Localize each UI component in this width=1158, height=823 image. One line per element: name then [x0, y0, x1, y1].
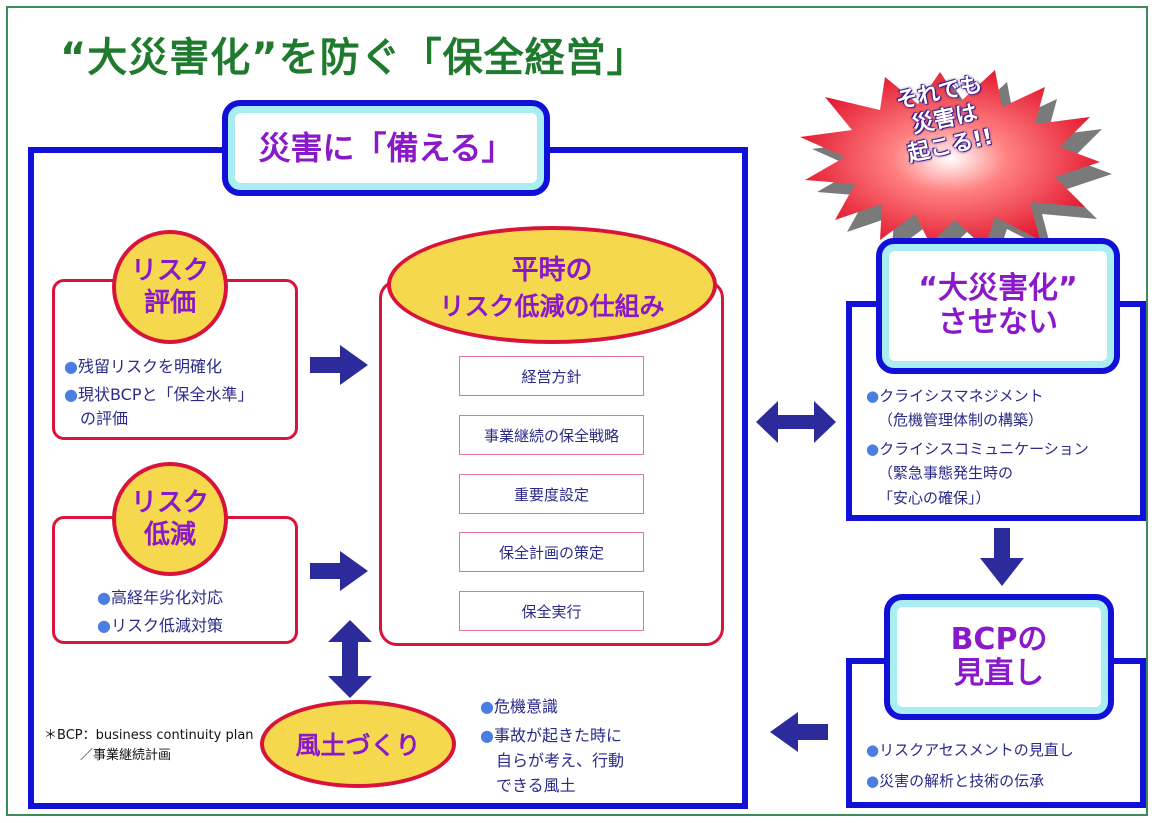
culture-item-1: 危機意識	[480, 693, 558, 717]
prepare-header: 災害に「備える」	[222, 100, 550, 196]
risk-eval-circle: リスク 評価	[112, 230, 228, 344]
culture-ellipse: 風土づくり	[260, 700, 456, 788]
culture-item-3: 自らが考え、行動	[496, 751, 625, 770]
normal-time-ellipse: 平時の リスク低減の仕組み	[387, 226, 717, 344]
prepare-header-label: 災害に「備える」	[235, 113, 537, 183]
risk-eval-label: リスク 評価	[130, 255, 209, 319]
double-arrow-vertical-icon	[328, 620, 372, 698]
arrow-right-icon	[310, 345, 368, 385]
step-box: 保全計画の策定	[459, 532, 644, 572]
no-disaster-item-5: 「安心の確保」）	[878, 489, 991, 507]
step-box: 保全実行	[459, 591, 644, 631]
arrow-left-icon	[770, 712, 828, 752]
arrow-right-icon	[310, 551, 368, 591]
culture-label: 風土づくり	[295, 731, 421, 760]
arrow-down-icon	[980, 528, 1024, 586]
risk-reduce-item-2: リスク低減対策	[97, 612, 223, 636]
no-disaster-label: “大災害化” させない	[889, 251, 1107, 361]
outer-frame	[6, 6, 1148, 816]
risk-reduce-circle: リスク 低減	[112, 462, 228, 576]
bcp-review-header: BCPの 見直し	[884, 594, 1114, 720]
starburst-icon	[800, 70, 1112, 252]
no-disaster-header: “大災害化” させない	[876, 238, 1120, 374]
double-arrow-horizontal-icon	[756, 401, 836, 443]
normal-time-line2: リスク低減の仕組み	[439, 291, 665, 321]
bcp-note-line1: ＊BCP：business continuity plan	[44, 728, 254, 743]
bcp-review-item-2: 災害の解析と技術の伝承	[866, 770, 1044, 791]
page-title: “大災害化”を防ぐ「保全経営」	[60, 35, 648, 81]
culture-item-4: できる風土	[496, 776, 576, 795]
risk-reduce-item-1: 高経年劣化対応	[97, 584, 223, 608]
culture-item-2: 事故が起きた時に	[480, 722, 622, 746]
bcp-note-line2: ／事業継続計画	[80, 748, 172, 763]
step-box: 経営方針	[459, 356, 644, 396]
no-disaster-item-4: （緊急事態発生時の	[878, 464, 1014, 482]
risk-eval-item-2: 現状BCPと「保全水準」	[64, 381, 254, 405]
no-disaster-item-2: （危機管理体制の構築）	[878, 411, 1044, 429]
bcp-review-label: BCPの 見直し	[897, 607, 1101, 707]
step-box: 重要度設定	[459, 474, 644, 514]
risk-eval-item-1: 残留リスクを明確化	[64, 353, 222, 377]
bcp-review-item-1: リスクアセスメントの見直し	[866, 739, 1074, 760]
no-disaster-item-3: クライシスコミュニケーション	[866, 438, 1089, 459]
no-disaster-item-1: クライシスマネジメント	[866, 385, 1044, 406]
normal-time-line1: 平時の	[511, 254, 593, 286]
risk-reduce-label: リスク 低減	[130, 487, 209, 551]
step-box: 事業継続の保全戦略	[459, 415, 644, 455]
risk-eval-item-3: の評価	[80, 409, 129, 428]
